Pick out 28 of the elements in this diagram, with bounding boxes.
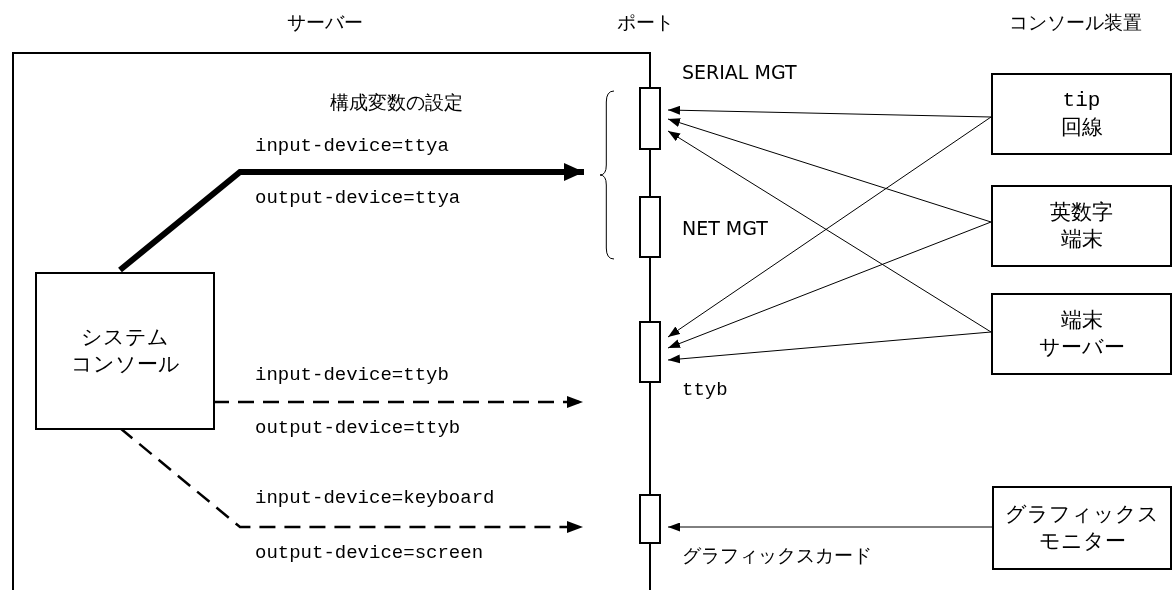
setting-text: output-device=screen [255, 541, 484, 565]
device-box: 端末サーバー [991, 293, 1172, 375]
server-heading: サーバー [287, 10, 363, 34]
device-box: tip 回線 [991, 73, 1172, 155]
console-box: システムコンソール [35, 272, 215, 430]
port-label: グラフィックスカード [682, 543, 872, 567]
port-box [639, 196, 661, 258]
device-box: グラフィックスモニター [992, 486, 1172, 570]
arrow [118, 163, 584, 273]
server-frame [12, 52, 651, 590]
port-box [639, 494, 661, 544]
port-label: SERIAL MGT [682, 60, 797, 84]
port-box [639, 87, 661, 150]
port-label: NET MGT [682, 216, 768, 240]
arrow [667, 118, 992, 223]
arrow [667, 105, 992, 118]
column-heading: コンソール装置 [1008, 10, 1142, 34]
brace [600, 90, 614, 260]
setting-text: output-device=ttya [255, 186, 461, 210]
group-heading: 構成変数の設定 [330, 90, 463, 114]
device-box: 英数字端末 [991, 185, 1172, 267]
arrow [667, 331, 992, 364]
port-box [639, 321, 661, 383]
arrow [667, 221, 992, 349]
port-label: ttyb [682, 378, 728, 402]
arrow [667, 522, 993, 532]
setting-text: output-device=ttyb [255, 416, 461, 440]
column-heading: ポート [616, 10, 674, 34]
